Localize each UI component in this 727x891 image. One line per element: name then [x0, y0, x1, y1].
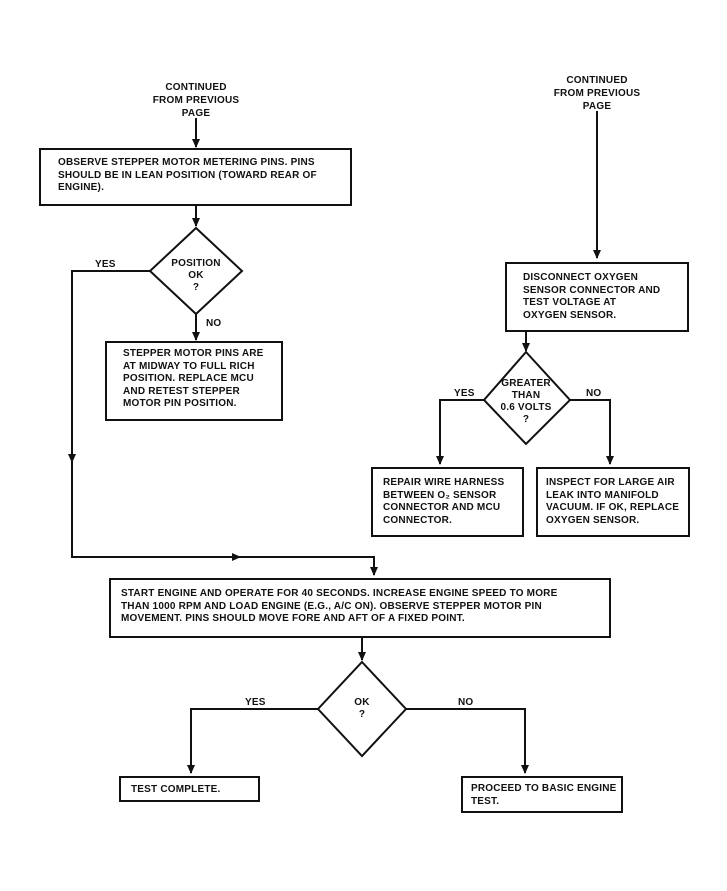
arrow-greater-yes	[436, 399, 484, 465]
diamond-position-text: POSITION OK ?	[171, 258, 221, 293]
box-test-complete-text: TEST COMPLETE.	[131, 784, 221, 795]
box-basic-engine-text: PROCEED TO BASIC ENGINE TEST.	[471, 783, 617, 807]
diamond-ok-text: OK ?	[354, 697, 370, 720]
arrow-ok-no	[406, 708, 529, 774]
label-no-position: NO	[206, 318, 222, 329]
label-yes-position: YES	[95, 259, 116, 270]
box-repair: REPAIR WIRE HARNESS BETWEEN O₂ SENSOR CO…	[371, 467, 524, 537]
box-test-complete: TEST COMPLETE.	[119, 776, 260, 802]
label-no-greater: NO	[586, 388, 602, 399]
box-repair-text: REPAIR WIRE HARNESS BETWEEN O₂ SENSOR CO…	[383, 477, 505, 526]
box-observe-stepper: OBSERVE STEPPER MOTOR METERING PINS. PIN…	[39, 148, 352, 206]
diamond-greater-than	[482, 350, 572, 446]
box-start-engine-text: START ENGINE AND OPERATE FOR 40 SECONDS.…	[121, 588, 558, 624]
diamond-ok	[316, 660, 408, 758]
diamond-position-ok	[148, 226, 244, 316]
box-basic-engine: PROCEED TO BASIC ENGINE TEST.	[461, 776, 623, 813]
label-yes-greater: YES	[454, 388, 475, 399]
box-inspect: INSPECT FOR LARGE AIR LEAK INTO MANIFOLD…	[536, 467, 690, 537]
box-observe-text: OBSERVE STEPPER MOTOR METERING PINS. PIN…	[58, 157, 317, 193]
label-yes-ok: YES	[245, 697, 266, 708]
box-disconnect: DISCONNECT OXYGEN SENSOR CONNECTOR AND T…	[505, 262, 689, 332]
arrow-yes-to-start	[230, 556, 378, 576]
arrow-ok-yes	[187, 708, 318, 774]
start-right-label: CONTINUED FROM PREVIOUS PAGE	[553, 75, 641, 112]
box-midway: STEPPER MOTOR PINS ARE AT MIDWAY TO FULL…	[105, 341, 283, 421]
box-start-engine: START ENGINE AND OPERATE FOR 40 SECONDS.…	[109, 578, 611, 638]
start-left-label: CONTINUED FROM PREVIOUS PAGE	[152, 82, 240, 119]
box-disconnect-text: DISCONNECT OXYGEN SENSOR CONNECTOR AND T…	[523, 272, 661, 321]
arrow-greater-no	[570, 399, 614, 465]
label-no-ok: NO	[458, 697, 474, 708]
diamond-greater-text: GREATER THAN 0.6 VOLTS ?	[500, 378, 552, 425]
box-inspect-text: INSPECT FOR LARGE AIR LEAK INTO MANIFOLD…	[546, 477, 680, 526]
box-midway-text: STEPPER MOTOR PINS ARE AT MIDWAY TO FULL…	[123, 348, 264, 409]
